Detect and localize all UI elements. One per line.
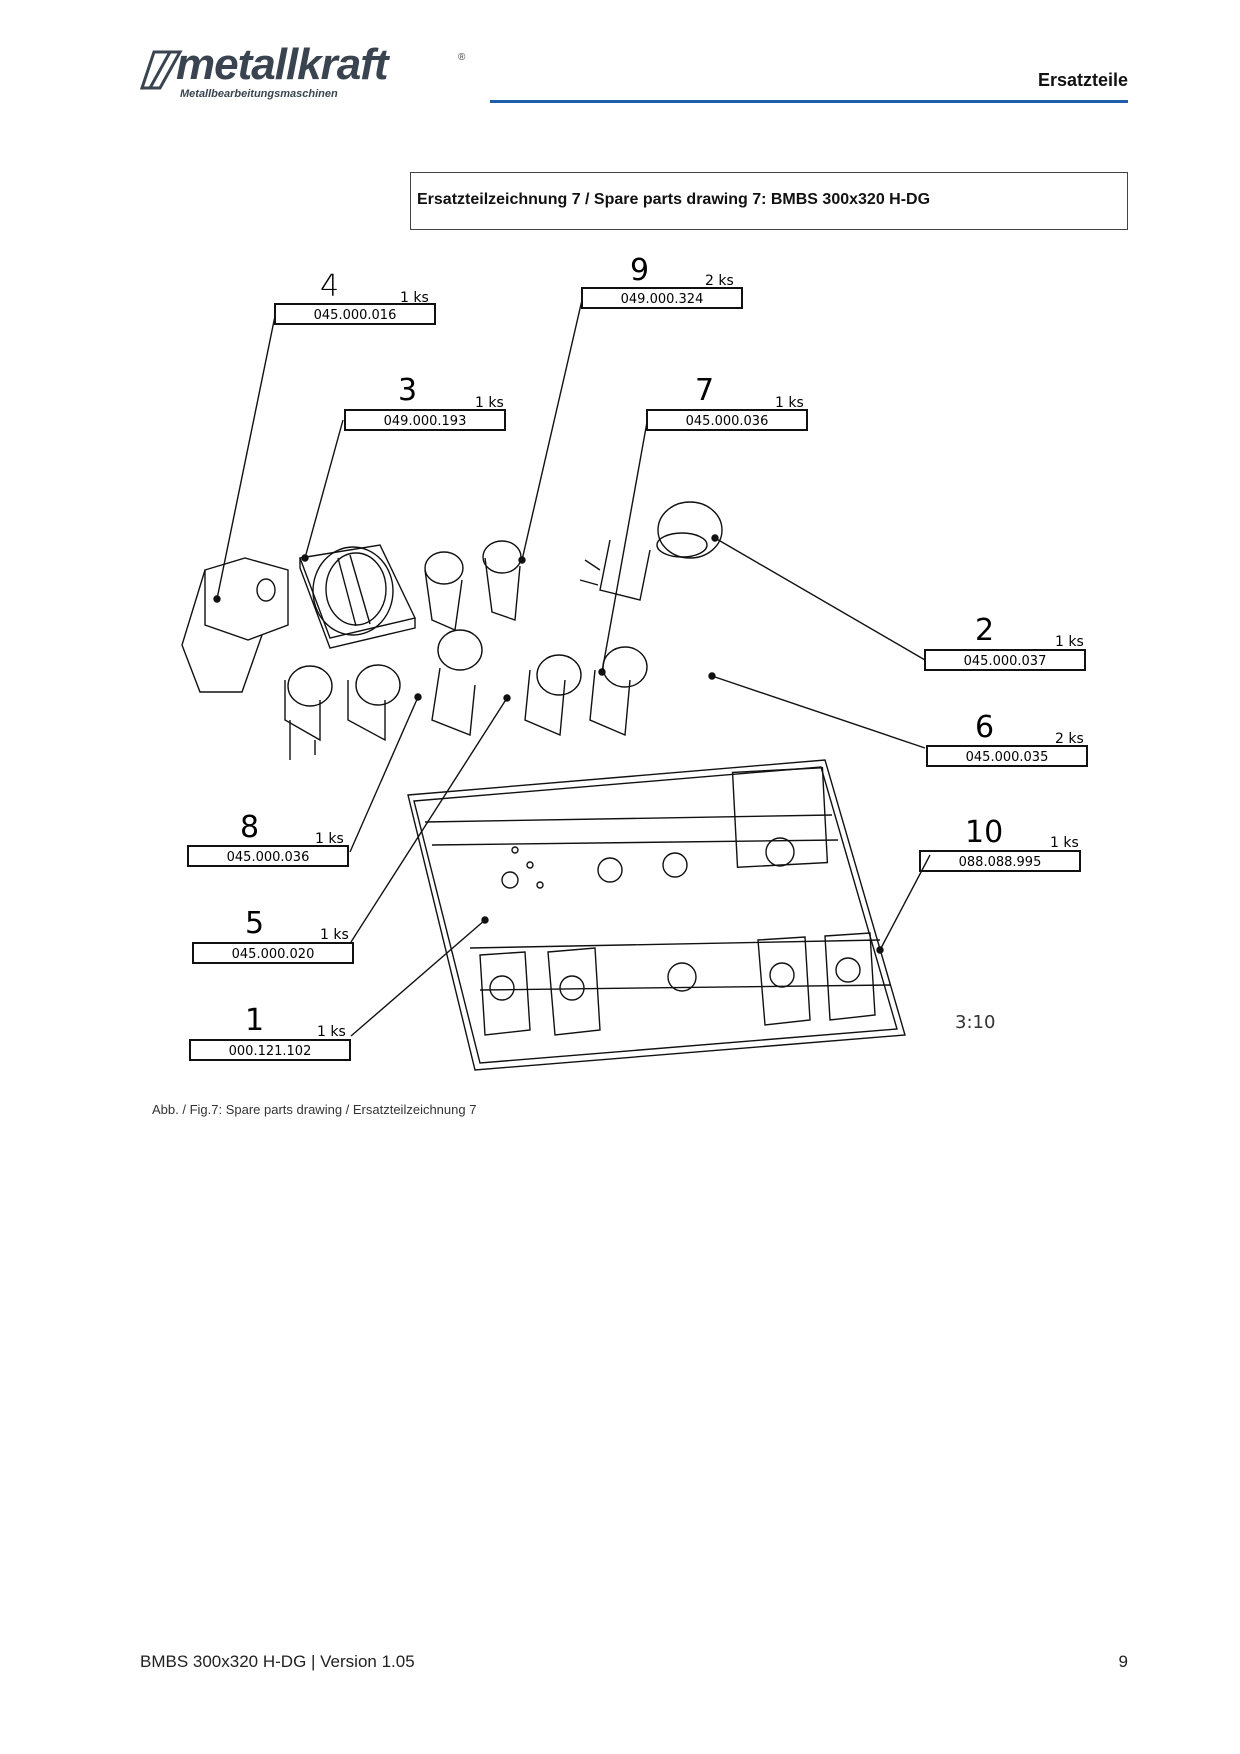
callout-part-number: 045.000.036 [686,414,769,429]
callout-pos-1: 1 1 ks 000.121.102 [189,1003,351,1061]
logo-mark-icon [140,50,183,90]
drawing-scale: 3:10 [955,1012,995,1033]
callout-position: 5 [245,906,264,941]
callout-quantity: 1 ks [315,831,344,847]
callout-part-number: 000.121.102 [229,1044,312,1059]
logo-wordmark: metallkraft [176,40,389,89]
callout-position: 3 [398,373,417,408]
callout-part-number: 045.000.016 [314,308,397,323]
callout-quantity: 1 ks [400,290,429,306]
callout-position: 1 [245,1003,264,1038]
callout-pos-5: 5 1 ks 045.000.020 [192,906,354,964]
callout-position: 6 [975,710,994,745]
callout-quantity: 2 ks [1055,731,1084,747]
callout-part-number: 049.000.324 [621,292,704,307]
logo-registered-mark: ® [458,52,466,63]
callout-quantity: 1 ks [475,395,504,411]
spare-parts-drawing: 4 1 ks 045.000.016 9 2 ks 049.000.324 3 … [181,253,1088,1071]
section-title: Ersatzteile [1037,70,1128,90]
callout-pos-6: 6 2 ks 045.000.035 [926,710,1088,767]
callout-pos-7: 7 1 ks 045.000.036 [646,373,808,431]
callout-quantity: 2 ks [705,273,734,289]
header-rule [490,100,1128,103]
drawing-title: Ersatzteilzeichnung 7 / Spare parts draw… [417,191,931,208]
callout-part-number: 049.000.193 [384,414,467,429]
callout-position: 10 [965,815,1003,850]
callout-pos-9: 9 2 ks 049.000.324 [581,253,743,309]
callout-position: 7 [695,373,714,408]
callout-pos-2: 2 1 ks 045.000.037 [924,613,1086,671]
callout-part-number: 045.000.035 [966,750,1049,765]
callout-pos-3: 3 1 ks 049.000.193 [344,373,506,431]
callout-pos-10: 10 1 ks 088.088.995 [919,815,1081,872]
callout-pos-8: 8 1 ks 045.000.036 [187,810,349,867]
callout-position: 2 [975,613,994,648]
callout-pos-4: 4 1 ks 045.000.016 [274,269,436,325]
callout-quantity: 1 ks [320,927,349,943]
callout-quantity: 1 ks [1055,634,1084,650]
callout-part-number: 045.000.036 [227,850,310,865]
callout-part-number: 045.000.037 [964,654,1047,669]
logo-subtitle: Metallbearbeitungsmaschinen [180,88,338,100]
figure-caption: Abb. / Fig.7: Spare parts drawing / Ersa… [152,1102,477,1117]
drawing-title-box: Ersatzteilzeichnung 7 / Spare parts draw… [410,172,1128,230]
callout-quantity: 1 ks [1050,835,1079,851]
callout-position: 4 [320,269,339,304]
callout-quantity: 1 ks [317,1024,346,1040]
callout-part-number: 088.088.995 [959,855,1042,870]
callout-quantity: 1 ks [775,395,804,411]
callout-position: 8 [240,810,259,845]
callout-part-number: 045.000.020 [232,947,315,962]
page-number: 9 [1118,1652,1128,1671]
footer-document-version: BMBS 300x320 H-DG | Version 1.05 [140,1652,415,1671]
metallkraft-logo: metallkraft ® Metallbearbeitungsmaschine… [140,40,480,106]
callout-position: 9 [630,253,649,288]
